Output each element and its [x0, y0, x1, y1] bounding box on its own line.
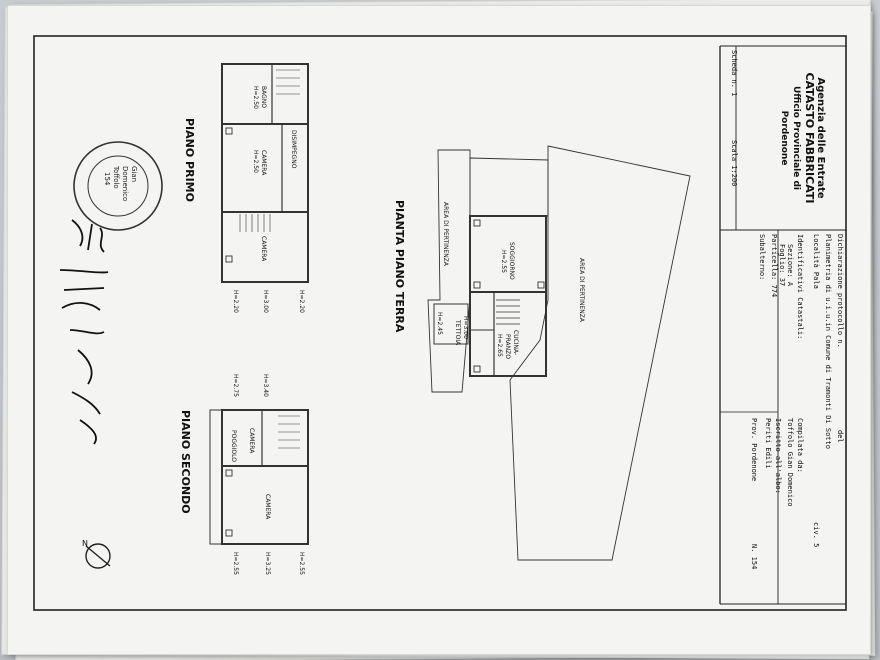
handwritten-signature [59, 219, 109, 445]
title-piano-terra: PIANTA PIANO TERRA [393, 200, 406, 333]
albo-number: N. 154 [750, 544, 758, 569]
provincia: Prov. Pordenone [750, 418, 758, 481]
ident-foglio: Foglio: 37 [778, 244, 786, 286]
room-soggiorno: SOGGIORNO [508, 242, 515, 280]
svg-text:Gian: Gian [130, 166, 138, 182]
pianta-piano-terra [427, 145, 691, 561]
height-label: H=2.20 [298, 290, 305, 313]
declaration-protocol: Dichiarazione protocollo n. [836, 234, 844, 348]
height-label: H=3.00 [262, 290, 269, 313]
tettoia-height-2: H=2.45 [436, 312, 443, 335]
svg-text:Toffolo: Toffolo [112, 165, 120, 189]
height-label: H=3.40 [262, 374, 269, 397]
room-camera-1: CAMERA [260, 150, 267, 176]
svg-text:154: 154 [103, 172, 111, 186]
compilata-label: Compilata da: [796, 418, 804, 473]
pianta-piano-primo [221, 63, 309, 283]
height-label: H=2.55 [232, 552, 239, 575]
catasto-title: CATASTO FABBRICATI [803, 73, 816, 204]
room-cucina-height: H=2.65 [496, 334, 503, 357]
area-pertinenza-outline [509, 145, 691, 561]
ufficio-label: Ufficio Provinciale di [791, 86, 801, 190]
room-camera-1-height: H=2.50 [252, 150, 259, 173]
declaration-planimetria: Planimetria di u.i.u.in Comune di Tramon… [824, 234, 832, 449]
pianta-piano-secondo [209, 409, 309, 545]
tettoia-height: H=3.00 [462, 316, 469, 339]
height-label: H=2.75 [232, 374, 239, 397]
ufficio-city: Pordenone [779, 111, 789, 166]
ident-title: Identificativi Catastali: [796, 234, 804, 339]
agency-name: Agenzia delle Entrate [815, 77, 826, 199]
room-poggiolo: POGGIOLO [230, 430, 237, 462]
height-label: H=3.25 [264, 552, 271, 575]
room-camera-4: CAMERA [264, 494, 271, 520]
declaration-civico: civ. 5 [812, 522, 820, 547]
room-bagno: BAGNO [260, 86, 267, 108]
room-cucina: CUCINA- [512, 330, 519, 355]
height-label: H=2.20 [232, 290, 239, 313]
house-ground-floor [469, 215, 547, 377]
svg-text:Domenico: Domenico [121, 166, 129, 201]
outer-frame [33, 35, 847, 611]
height-label: H=2.55 [298, 552, 305, 575]
declaration-date: del [836, 430, 844, 443]
compilatore-name: Toffolo Gian Domenico [786, 418, 794, 507]
declaration-localita: Località Pala [812, 234, 820, 289]
scheda-number: Scheda n. 1 [730, 50, 738, 96]
room-pranzo: PRANZO [504, 334, 511, 359]
room-bagno-height: H=2.50 [252, 86, 259, 109]
north-arrow: N [82, 539, 111, 569]
professional-stamp: Gian Domenico Toffolo 154 [73, 141, 163, 231]
room-camera-3: CAMERA [248, 428, 255, 454]
room-area-pertinenza: AREA DI PERTINENZA [578, 258, 585, 323]
iscritto-label: Iscritto all'albo: [774, 418, 782, 494]
room-soggiorno-height: H=2.55 [500, 250, 507, 273]
title-piano-primo: PIANO PRIMO [183, 118, 196, 202]
ident-subalterno: Subalterno: [758, 234, 766, 280]
room-tettoia: TETTOIA [454, 319, 461, 346]
ident-particella: Particella: 774 [770, 234, 778, 297]
ident-sezione: Sezione: A [786, 244, 794, 287]
room-disimpegno: DISIMPEGNO [290, 130, 297, 169]
room-area-pertinenza-left: AREA DI PERTINENZA [442, 202, 449, 267]
north-label: N [82, 539, 88, 548]
room-camera-2: CAMERA [260, 236, 267, 262]
scheda-scale: Scala 1:200 [730, 140, 738, 186]
title-piano-secondo: PIANO SECONDO [179, 410, 192, 514]
area-pertinenza-left-outline [427, 149, 471, 393]
paper-sheet [8, 6, 870, 654]
albo-name: Periti Edili [764, 418, 772, 469]
